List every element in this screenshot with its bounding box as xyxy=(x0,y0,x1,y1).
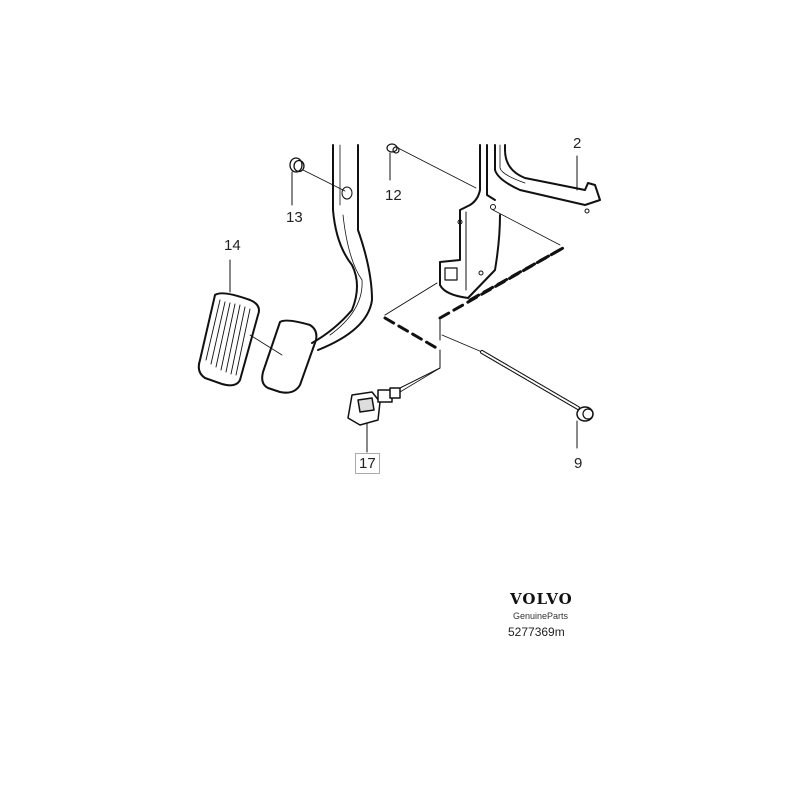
bolt-9 xyxy=(441,334,594,422)
bushing-13 xyxy=(289,157,305,173)
genuine-parts-label: GenuineParts xyxy=(513,611,569,621)
volvo-logo: VOLVO xyxy=(510,590,573,608)
brake-light-switch-17 xyxy=(347,387,401,426)
callout-13[interactable]: 13 xyxy=(286,209,303,226)
pedal-plate xyxy=(261,319,318,394)
diagram-code: 5277369m xyxy=(508,625,565,639)
nut-12 xyxy=(386,143,400,154)
callout-14[interactable]: 14 xyxy=(224,237,241,254)
pedal-arm xyxy=(311,144,373,351)
brand-block: VOLVO GenuineParts 5277369m xyxy=(503,590,573,639)
dashed-routing xyxy=(383,246,565,352)
bracket-2 xyxy=(439,144,601,299)
callout-2[interactable]: 2 xyxy=(573,135,582,152)
callout-12[interactable]: 12 xyxy=(385,187,402,204)
pivot-hole xyxy=(341,186,353,200)
pedal-pad-14 xyxy=(197,292,260,387)
callout-9[interactable]: 9 xyxy=(574,455,583,472)
callout-17-highlighted[interactable]: 17 xyxy=(355,453,380,474)
